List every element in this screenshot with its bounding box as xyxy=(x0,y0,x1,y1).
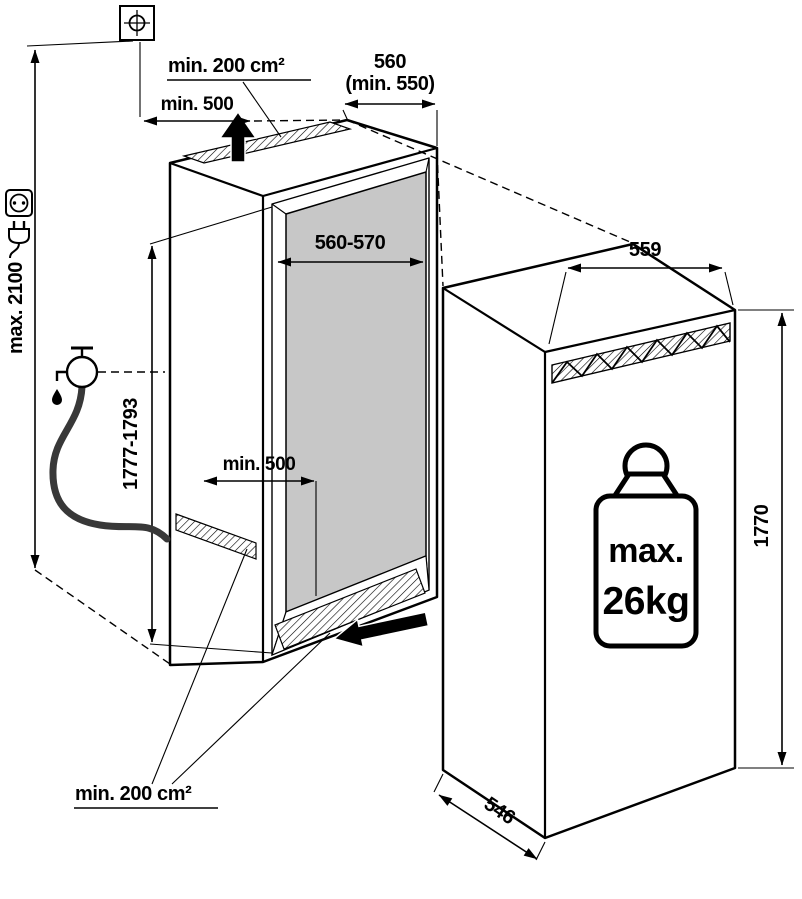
dimension-appliance-height: 1770 xyxy=(738,309,794,769)
appliance-width-label: 559 xyxy=(629,239,661,261)
ceiling-fixing-point-icon xyxy=(119,5,155,41)
water-tap-icon xyxy=(49,346,171,543)
dimension-water-reach: min. 500 xyxy=(203,454,317,596)
appliance-edges xyxy=(442,287,736,838)
water-hose xyxy=(49,383,171,543)
grille-zigzag xyxy=(551,324,731,384)
top-clearance-label: min. 500 xyxy=(161,94,234,115)
power-plug-icon xyxy=(8,221,30,259)
side-vent-strip xyxy=(175,513,257,560)
overall-height-label: max. 2100 xyxy=(5,262,27,354)
max-door-weight-icon: max. 26kg xyxy=(593,442,699,649)
niche-depth-min-label: (min. 550) xyxy=(345,73,434,95)
label-top-vent-area: min. 200 cm² xyxy=(167,55,311,138)
niche-depth-label: 560 xyxy=(374,51,406,73)
floor-projection-line xyxy=(34,569,171,665)
dimension-niche-depth: 560 (min. 550) xyxy=(342,51,438,146)
top-vent-area-label: min. 200 cm² xyxy=(168,55,285,77)
niche-height-label: 1777-1793 xyxy=(120,398,142,490)
niche-width-label: 560-570 xyxy=(315,232,386,254)
dimension-niche-height: 1777-1793 xyxy=(120,206,273,654)
appliance-outline xyxy=(441,242,737,840)
dimension-overall-height: max. 2100 xyxy=(5,40,134,569)
niche-edges xyxy=(169,146,438,662)
top-guide-dash-short xyxy=(253,119,346,122)
bottom-vent-strip xyxy=(274,568,426,650)
niche-drawing xyxy=(168,110,439,667)
appliance-height-label: 1770 xyxy=(751,504,773,547)
corner-guide-dash xyxy=(436,151,444,287)
dimension-appliance-width: 559 xyxy=(548,239,734,345)
air-inlet-arrow-icon xyxy=(332,611,430,648)
door-weight-prefix: max. xyxy=(608,532,684,570)
dimension-niche-width: 560-570 xyxy=(277,232,424,267)
water-reach-label: min. 500 xyxy=(223,454,296,475)
appliance-drawing: max. 26kg xyxy=(441,242,737,840)
dimension-top-clearance: min. 500 xyxy=(139,42,251,126)
bottom-vent-area-label: min. 200 cm² xyxy=(75,783,192,805)
water-drop-icon xyxy=(52,389,62,405)
label-bottom-vent-area: min. 200 cm² xyxy=(74,548,331,809)
top-vent-strip xyxy=(181,121,353,164)
projection-guide-lines xyxy=(34,371,171,665)
door-weight-value: 26kg xyxy=(603,580,690,623)
power-socket-icon xyxy=(5,189,33,217)
